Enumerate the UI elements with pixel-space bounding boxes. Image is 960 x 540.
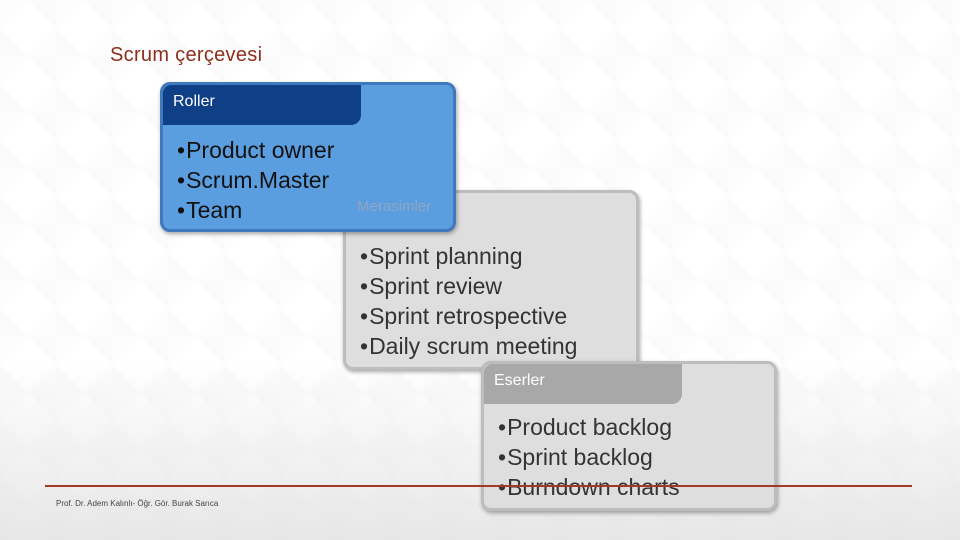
footer-author: Prof. Dr. Adem Kalınlı- Öğr. Gör. Burak … <box>56 499 219 508</box>
slide-title: Scrum çerçevesi <box>110 44 263 66</box>
list-item: •Daily scrum meeting <box>360 331 577 361</box>
list-item: •Product backlog <box>498 412 680 442</box>
list-item-text: Team <box>186 197 243 223</box>
bullet-icon: • <box>498 474 507 500</box>
roller-list: •Product owner •Scrum.Master •Team <box>177 135 334 225</box>
merasimler-list: •Sprint planning •Sprint review •Sprint … <box>360 241 577 361</box>
eserler-list: •Product backlog •Sprint backlog •Burndo… <box>498 412 680 502</box>
card-merasimler-heading: Merasimler <box>357 198 432 215</box>
card-eserler: Eserler •Product backlog •Sprint backlog… <box>481 361 777 511</box>
list-item-text: Product backlog <box>507 414 672 440</box>
list-item: •Sprint review <box>360 271 577 301</box>
background-shade <box>0 360 960 540</box>
list-item: •Scrum.Master <box>177 165 334 195</box>
list-item: •Product owner <box>177 135 334 165</box>
card-eserler-tab: Eserler <box>484 364 682 404</box>
list-item-text: Product owner <box>186 137 335 163</box>
list-item-text: Sprint retrospective <box>369 303 568 329</box>
bullet-icon: • <box>498 414 507 440</box>
list-item-text: Daily scrum meeting <box>369 333 578 359</box>
bullet-icon: • <box>177 167 186 193</box>
bullet-icon: • <box>360 273 369 299</box>
list-item-text: Sprint backlog <box>507 444 653 470</box>
list-item-text: Scrum.Master <box>186 167 330 193</box>
bullet-icon: • <box>360 333 369 359</box>
list-item-text: Burndown charts <box>507 474 680 500</box>
list-item-text: Sprint planning <box>369 243 523 269</box>
list-item: •Team <box>177 195 334 225</box>
list-item: •Sprint backlog <box>498 442 680 472</box>
card-roller-tab: Roller <box>163 85 361 125</box>
list-item-text: Sprint review <box>369 273 502 299</box>
list-item: •Burndown charts <box>498 472 680 502</box>
bullet-icon: • <box>498 444 507 470</box>
list-item: •Sprint planning <box>360 241 577 271</box>
bullet-icon: • <box>360 303 369 329</box>
footer-divider <box>45 485 912 487</box>
card-roller: Roller •Product owner •Scrum.Master •Tea… <box>160 82 456 232</box>
list-item: •Sprint retrospective <box>360 301 577 331</box>
bullet-icon: • <box>177 197 186 223</box>
bullet-icon: • <box>360 243 369 269</box>
bullet-icon: • <box>177 137 186 163</box>
